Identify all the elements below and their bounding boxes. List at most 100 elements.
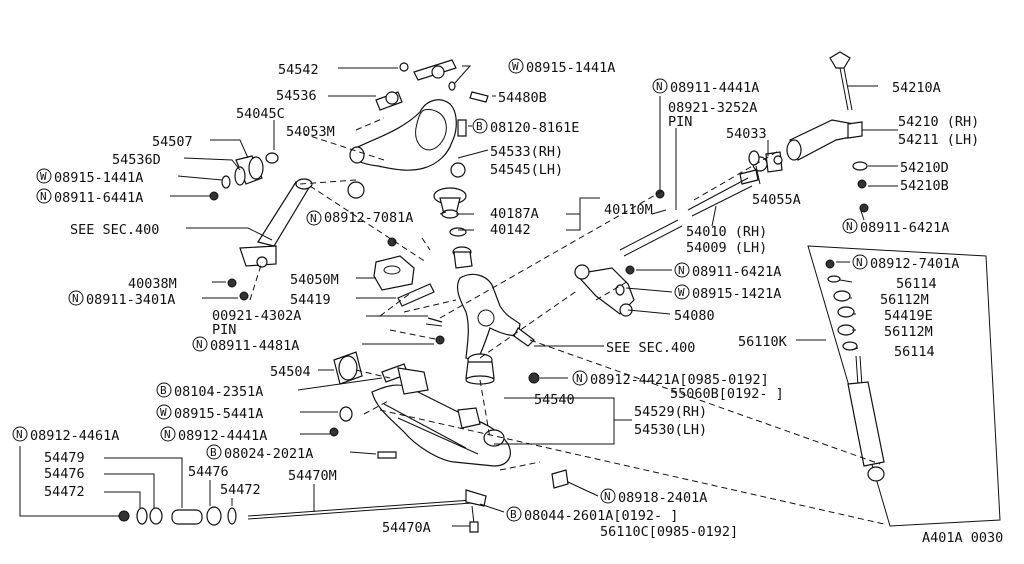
n-marker-letter: N xyxy=(856,256,863,269)
label-54045c: 54045C xyxy=(236,106,285,122)
n-marker-letter: N xyxy=(846,220,853,233)
label-54080: 54080 xyxy=(674,308,715,324)
diagram-id: A401A 0030 xyxy=(922,530,1003,546)
label-56110c: 56110C[0985-0192] xyxy=(600,524,738,540)
label-40142: 40142 xyxy=(490,222,531,238)
knuckle-shape xyxy=(456,273,535,363)
label-w08915-5441a: 08915-5441A xyxy=(174,406,263,422)
washer-54210d-shape xyxy=(852,161,868,171)
n-marker-letter: N xyxy=(16,428,23,441)
label-54033: 54033 xyxy=(726,126,767,142)
label-54470a: 54470A xyxy=(382,520,431,536)
w-marker-icon xyxy=(36,168,52,184)
n-marker-letter: N xyxy=(196,338,203,351)
label-56114-top: 56114 xyxy=(896,276,937,292)
label-54210b: 54210B xyxy=(900,178,949,194)
n-marker-icon xyxy=(674,262,690,278)
labels: 54542 54536 54045C 54053M 54507 54536D W… xyxy=(12,58,1003,546)
bolt-08024-shape xyxy=(377,451,397,459)
n-marker-letter: N xyxy=(604,490,611,503)
label-56112m-bottom: 56112M xyxy=(884,324,933,340)
n-marker-icon xyxy=(842,218,858,234)
bolt-08120-shape xyxy=(457,119,467,137)
label-n08911-4481a: 08911-4481A xyxy=(210,338,299,354)
label-n08912-7401a: 08912-7401A xyxy=(870,256,959,272)
leader-lines xyxy=(19,65,898,527)
label-54536: 54536 xyxy=(276,88,317,104)
nut-54210b-shape xyxy=(857,179,867,189)
nut-4421a-shape xyxy=(528,372,540,384)
label-b08044-2601a: 08044-2601A[0192- ] xyxy=(524,508,678,524)
pin-54419-shape xyxy=(397,283,435,307)
bushing-stack-shape xyxy=(209,152,279,201)
label-54479: 54479 xyxy=(44,450,85,466)
b-marker-letter: B xyxy=(476,120,483,133)
n-marker-letter: N xyxy=(40,190,47,203)
label-54476-right: 54476 xyxy=(188,464,229,480)
bolt-54542-shape xyxy=(399,59,457,81)
b-marker-letter: B xyxy=(210,446,217,459)
label-n08911-6441a: 08911-6441A xyxy=(54,190,143,206)
n-marker-icon xyxy=(12,426,28,442)
n-marker-icon xyxy=(652,78,668,94)
label-54472-right: 54472 xyxy=(220,482,261,498)
pin-00921-shape xyxy=(427,317,443,323)
n-marker-letter: N xyxy=(72,292,79,305)
label-08921-3252a: 08921-3252A xyxy=(668,100,757,116)
label-54472-left: 54472 xyxy=(44,484,85,500)
n-marker-icon xyxy=(852,254,868,270)
upper-control-arm-shape xyxy=(349,99,466,178)
bushing-54536-shape xyxy=(375,91,403,111)
idler-arm-shape xyxy=(227,178,313,301)
n-marker-icon xyxy=(68,290,84,306)
label-54419e: 54419E xyxy=(884,308,933,324)
label-54050m: 54050M xyxy=(290,272,339,288)
label-n08911-3401a: 08911-3401A xyxy=(86,292,175,308)
label-54507: 54507 xyxy=(152,134,193,150)
n-marker-icon xyxy=(572,370,588,386)
label-54053m: 54053M xyxy=(286,124,335,140)
drag-link-shape xyxy=(574,264,635,317)
n-marker-letter: N xyxy=(164,428,171,441)
label-see-sec-400-left: SEE SEC.400 xyxy=(70,222,159,238)
w-marker-icon xyxy=(674,284,690,300)
lower-control-arm-shape xyxy=(371,367,511,467)
n-marker-letter: N xyxy=(656,80,663,93)
stud-54210a-shape xyxy=(829,51,853,111)
label-w08915-1421a: 08915-1421A xyxy=(692,286,781,302)
label-n08911-6421a-right: 08911-6421A xyxy=(860,220,949,236)
label-n08912-4441a: 08912-4441A xyxy=(178,428,267,444)
label-n08911-6421a-mid: 08911-6421A xyxy=(692,264,781,280)
b-marker-icon xyxy=(156,382,172,398)
label-w08915-1441a-left: 08915-1441A xyxy=(54,170,143,186)
b-marker-letter: B xyxy=(160,384,167,397)
bushing-54504-shape xyxy=(333,351,363,385)
dashed-guides xyxy=(249,117,885,525)
label-56112m-top: 56112M xyxy=(880,292,929,308)
label-see-sec-400-right: SEE SEC.400 xyxy=(606,340,695,356)
washer-shape xyxy=(448,81,456,91)
n-marker-icon xyxy=(160,426,176,442)
bump-stopper-shape xyxy=(347,181,365,199)
label-w08915-1441a-top: 08915-1441A xyxy=(526,60,615,76)
label-56110k: 56110K xyxy=(738,334,788,350)
w-marker-letter: W xyxy=(678,286,685,299)
label-b08024-2021a: 08024-2021A xyxy=(224,446,313,462)
n-marker-icon xyxy=(192,336,208,352)
shock-absorber-shape xyxy=(807,245,1001,527)
n-marker-icon xyxy=(36,188,52,204)
label-54504: 54504 xyxy=(270,364,311,380)
n-marker-icon xyxy=(306,210,322,226)
label-54476-left: 54476 xyxy=(44,466,85,482)
label-n08912-4421a: 08912-4421A[0985-0192] xyxy=(590,372,769,388)
pin-08921-shape xyxy=(651,209,667,215)
label-54419: 54419 xyxy=(290,292,331,308)
label-54470m: 54470M xyxy=(288,468,337,484)
label-54210: 54210 (RH) xyxy=(898,114,979,130)
label-54210d: 54210D xyxy=(900,160,949,176)
w-marker-letter: W xyxy=(160,406,167,419)
label-54530: 54530(LH) xyxy=(634,422,707,438)
label-54010: 54010 (RH) xyxy=(686,224,767,240)
label-b08104-2351a: 08104-2351A xyxy=(174,384,263,400)
